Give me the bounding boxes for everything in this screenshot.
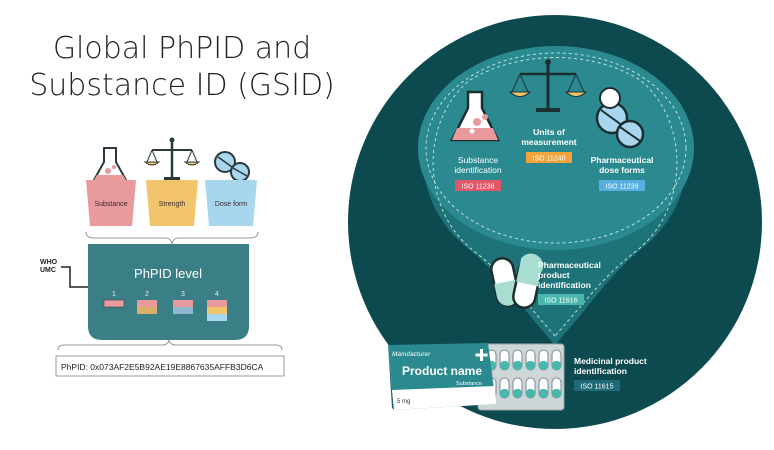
teardrop-dashed-outline: [432, 57, 678, 337]
level-2-block-strength: [137, 307, 157, 314]
level-3-block-dose: [173, 307, 193, 314]
iso-11615-label: ISO 11615: [581, 384, 614, 391]
box-brace: [57, 339, 283, 351]
inner-circle: [418, 46, 694, 250]
title-line-2: Substance ID (GSID): [29, 68, 335, 103]
level-1-label: 1: [112, 291, 116, 298]
phpid-code: PhPID: 0x073AF2E5B92AE19E8867635AFFB3D6C…: [61, 362, 264, 372]
units-label-line2: measurement: [521, 137, 576, 147]
substance-label-line1: Substance: [458, 155, 498, 165]
iso-11616-label: ISO 11616: [545, 298, 578, 305]
iso-11240-badge: [526, 152, 572, 163]
pharmaceutical-product-identification: Pharmaceutical product identification IS…: [490, 253, 601, 309]
iso-11616-badge: [538, 294, 584, 305]
title-line-1: Global PhPID and: [52, 31, 312, 66]
inner-dashed-ring: [425, 52, 687, 244]
level-4-label: 4: [215, 291, 219, 298]
substance-cup: Substance: [86, 147, 136, 226]
strength-cup: Strength: [143, 137, 201, 226]
dose-forms-label-line2: dose forms: [599, 165, 645, 175]
cup-label-strength: Strength: [159, 201, 186, 208]
capsules-icon: [490, 253, 544, 309]
cup-label-substance: Substance: [94, 201, 127, 208]
units-of-measurement: Units of measurement ISO 11240: [508, 59, 588, 163]
substance-identification: Substance identification ISO 11238: [449, 90, 502, 191]
medicinal-label-line2: identification: [574, 366, 627, 376]
pills-icon: [595, 87, 645, 149]
pharmaceutical-dose-forms: Pharmaceutical dose forms ISO 11239: [591, 87, 654, 191]
phpid-level-box: PhPID level 1 2 3 4: [88, 244, 249, 340]
medicine-box-icon: Manufacturer Product name Substance 5 mg: [388, 343, 496, 410]
level-4-block-strength: [207, 307, 227, 314]
package-product-name: Product name: [402, 364, 482, 378]
left-panel: Substance Strength: [40, 137, 285, 377]
iso-11239-badge: [599, 180, 645, 191]
level-4-block-dose: [207, 314, 227, 321]
phpid-code-box: [55, 355, 285, 377]
medicinal-label-line1: Medicinal product: [574, 356, 647, 366]
page-title: Global PhPID and Substance ID (GSID): [22, 30, 342, 104]
who-connector: [61, 266, 90, 288]
who-label-line2: UMC: [40, 267, 56, 274]
medicinal-product-package: Manufacturer Product name Substance 5 mg…: [388, 343, 647, 411]
package-strength: 5 mg: [397, 399, 410, 405]
pills-icon: [214, 151, 250, 182]
iso-11239-label: ISO 11239: [606, 184, 639, 191]
package-substance: Substance: [456, 381, 482, 387]
balance-scale-icon: [508, 59, 588, 112]
phpid-level-title: PhPID level: [134, 266, 202, 281]
level-3-block-substance: [173, 300, 193, 307]
balance-scale-icon: [143, 137, 201, 180]
level-2-block-substance: [137, 300, 157, 307]
iso-11238-label: ISO 11238: [462, 184, 495, 191]
phpid-label-line1: Pharmaceutical: [538, 260, 601, 270]
dose-form-cup: Dose form: [205, 151, 257, 226]
right-panel: Substance identification ISO 11238 Units…: [348, 15, 762, 429]
phpid-label-line3: identification: [538, 280, 591, 290]
cup-label-dose-form: Dose form: [215, 201, 247, 208]
flask-icon: [92, 147, 128, 181]
dose-forms-label-line1: Pharmaceutical: [591, 155, 654, 165]
units-label-line1: Units of: [533, 127, 565, 137]
who-label-line1: WHO: [40, 259, 58, 266]
level-3-label: 3: [181, 291, 185, 298]
substance-label-line2: identification: [454, 165, 502, 175]
phpid-label-line2: product: [538, 270, 570, 280]
package-manufacturer: Manufacturer: [392, 351, 431, 358]
iso-11615-badge: [574, 380, 620, 391]
level-1-block: [103, 299, 125, 308]
flask-icon: [449, 90, 501, 142]
level-4-block-substance: [207, 300, 227, 307]
cups-brace: [85, 231, 259, 245]
iso-11238-badge: [455, 180, 501, 191]
level-2-label: 2: [145, 291, 149, 298]
iso-11240-label: ISO 11240: [533, 156, 566, 163]
plus-icon: [475, 349, 488, 361]
